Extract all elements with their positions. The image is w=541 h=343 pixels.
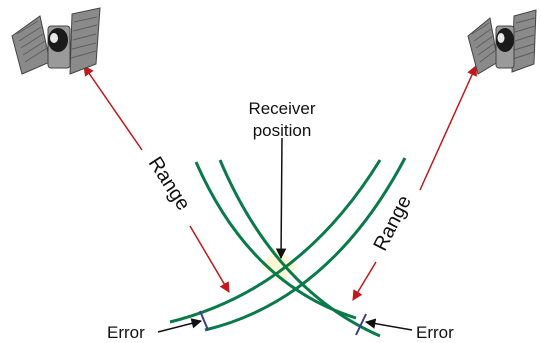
error-left-label: Error bbox=[107, 323, 145, 342]
right-range-arc-outer bbox=[194, 161, 357, 320]
satellite-icon bbox=[467, 9, 537, 75]
left-range-arc-outer bbox=[204, 157, 407, 332]
receiver-label-line1: Receiver bbox=[248, 99, 315, 118]
left-range-arrow-up bbox=[83, 65, 143, 151]
range-right-label: Range bbox=[369, 192, 415, 255]
satellite-icon bbox=[11, 7, 101, 75]
right-error-bar bbox=[355, 313, 367, 336]
satellite-left bbox=[11, 7, 101, 75]
left-error-bar bbox=[199, 310, 209, 331]
left-range-arrow-down bbox=[189, 225, 230, 293]
right-range-arc-inner bbox=[218, 159, 381, 338]
range-arrows bbox=[83, 65, 477, 301]
left-range-arc-inner bbox=[169, 159, 382, 324]
left-error-pointer bbox=[157, 318, 203, 333]
range-left-label: Range bbox=[144, 153, 195, 214]
right-range-arrow-down bbox=[352, 261, 377, 301]
satellite-right bbox=[467, 9, 537, 75]
right-range-arrow-up bbox=[419, 65, 477, 191]
receiver-label-line2: position bbox=[253, 121, 312, 140]
right-error-pointer bbox=[364, 318, 413, 331]
receiver-pointer-arrow bbox=[275, 137, 287, 260]
error-markers bbox=[199, 310, 367, 336]
error-right-label: Error bbox=[416, 323, 454, 342]
range-arcs bbox=[169, 157, 407, 338]
